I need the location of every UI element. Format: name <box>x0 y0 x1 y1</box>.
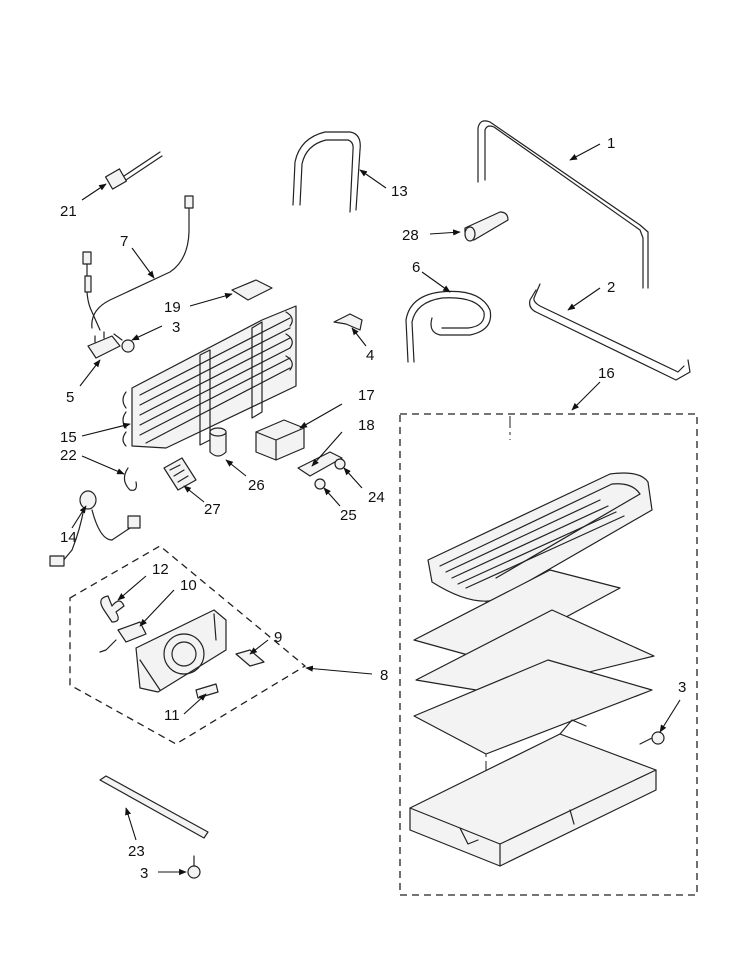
part-28-sleeve[interactable] <box>464 211 509 242</box>
label-17: 17 <box>358 387 375 404</box>
label-26: 26 <box>248 477 265 494</box>
part-25-screw[interactable] <box>314 478 326 490</box>
insulation-sheet-bottom[interactable] <box>413 659 653 755</box>
label-10: 10 <box>180 577 197 594</box>
label-22: 22 <box>60 447 77 464</box>
insulation-sheet-middle[interactable] <box>415 609 655 695</box>
label-13: 13 <box>391 183 408 200</box>
label-12: 12 <box>152 561 169 578</box>
part-19-pad[interactable] <box>231 279 273 301</box>
label-14: 14 <box>60 529 77 546</box>
label-8: 8 <box>380 667 388 684</box>
label-7: 7 <box>120 233 128 250</box>
defrost-heater-tray[interactable] <box>427 472 653 602</box>
label-21: 21 <box>60 203 77 220</box>
label-9: 9 <box>274 629 282 646</box>
part-11-clip[interactable] <box>195 683 219 699</box>
label-27: 27 <box>204 501 221 518</box>
label-11: 11 <box>164 707 180 724</box>
label-15: 15 <box>60 429 77 446</box>
part-27-plate[interactable] <box>163 457 197 491</box>
part-9-bracket[interactable] <box>235 649 265 667</box>
label-18: 18 <box>358 417 375 434</box>
label-24: 24 <box>368 489 385 506</box>
part-16-drain-assembly-group <box>399 413 698 896</box>
part-23-strip[interactable] <box>99 775 209 839</box>
part-24-screw[interactable] <box>334 458 346 470</box>
label-19: 19 <box>164 299 181 316</box>
part-22-hook[interactable] <box>123 467 137 491</box>
drain-pan[interactable] <box>409 719 657 867</box>
label-1: 1 <box>607 135 615 152</box>
part-5-bracket[interactable] <box>87 331 121 359</box>
label-25: 25 <box>340 507 357 524</box>
part-26-cylinder[interactable] <box>209 427 227 457</box>
label-3-left: 3 <box>172 319 180 336</box>
part-labels: 1 2 13 28 6 16 21 7 19 3 5 4 15 22 14 17… <box>60 135 686 882</box>
label-23: 23 <box>128 843 145 860</box>
label-28: 28 <box>402 227 419 244</box>
part-1-tube-frame[interactable] <box>477 120 649 289</box>
part-7-wiring-harness[interactable] <box>82 195 194 331</box>
leader-lines <box>71 143 681 876</box>
part-10-motor[interactable] <box>99 621 147 653</box>
label-3-right: 3 <box>678 679 686 696</box>
part-3-screw-bottom[interactable] <box>187 855 201 879</box>
part-21-wire-tie[interactable] <box>104 151 163 190</box>
part-3-screw-left[interactable] <box>113 333 135 353</box>
part-4-clip[interactable] <box>333 313 363 331</box>
label-3-bottom: 3 <box>140 865 148 882</box>
label-16: 16 <box>598 365 615 382</box>
insulation-sheet-top[interactable] <box>413 569 621 661</box>
fan-shroud[interactable] <box>135 609 227 693</box>
part-8-fan-assembly-group <box>69 545 307 745</box>
part-17-bracket[interactable] <box>255 419 305 461</box>
part-12-fan-blade[interactable] <box>100 595 125 623</box>
part-6-coiled-tube[interactable] <box>405 290 492 363</box>
label-5: 5 <box>66 389 74 406</box>
part-13-u-tube[interactable] <box>292 131 361 213</box>
label-6: 6 <box>412 259 420 276</box>
label-2: 2 <box>607 279 615 296</box>
part-2-bent-tube[interactable] <box>529 283 691 381</box>
part-3-screw-right[interactable] <box>639 731 665 745</box>
label-4: 4 <box>366 347 374 364</box>
